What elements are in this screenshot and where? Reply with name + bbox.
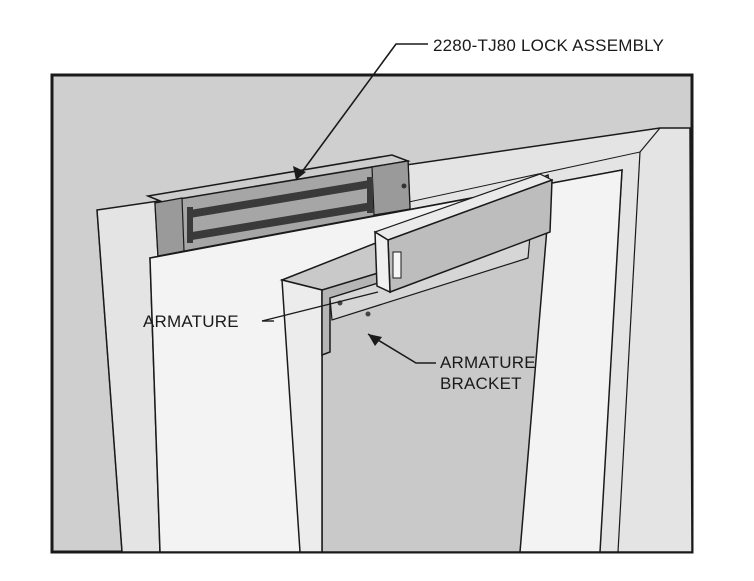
leader-lock-assembly [295,43,428,181]
lock-slot-upper [190,180,370,218]
lock-end-cap-right [371,160,411,216]
label-armature-bracket: ARMATURE BRACKET [440,352,536,394]
frame-edge-right [617,151,641,553]
frame-edge-left [96,209,123,553]
leader-armature [261,291,379,322]
label-lock-assembly: 2280-TJ80 LOCK ASSEMBLY [433,36,665,55]
lock-end-cap-left [154,197,185,257]
arrowhead-bracket [368,334,382,346]
label-armature: ARMATURE [143,312,239,331]
lock-slot-end [187,207,193,243]
lock-slot-end [367,177,373,213]
bracket-screw-icon [365,311,371,317]
label-armature-bracket-line1: ARMATURE [440,353,536,372]
armature-slot [392,251,402,279]
door-edge [281,279,323,553]
armature-end [374,230,391,294]
arrowhead-lock [293,166,306,180]
lock-slot-lower [192,202,372,240]
leader-armature-bracket [367,333,436,364]
lock-led-icon [401,183,407,189]
label-armature-bracket-line2: BRACKET [440,374,522,393]
frame-edge-top [639,127,661,153]
